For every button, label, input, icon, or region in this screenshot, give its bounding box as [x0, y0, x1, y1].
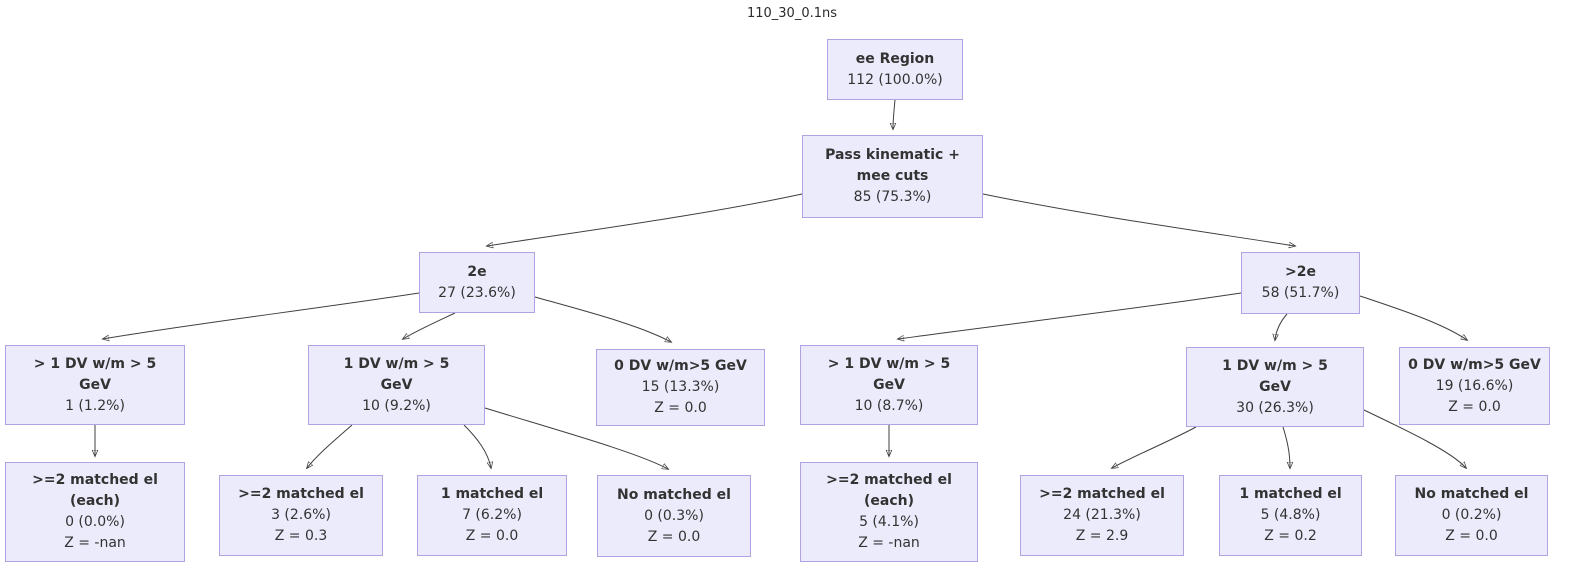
node-value: 10 (8.7%) — [854, 397, 924, 414]
edge-gt2e-to-1dv — [1275, 313, 1288, 340]
node-title: 2e — [467, 263, 487, 280]
edge-pass-to-gt2e — [982, 193, 1295, 246]
node-value: 0 (0.2%) — [1441, 507, 1502, 523]
edge-r1dv-to-1match — [1282, 426, 1290, 468]
edge-1dv-to-nomatch — [484, 407, 668, 469]
node-title: > 1 DV w/m > 5 GeV — [33, 355, 157, 393]
node-title: 0 DV w/m>5 GeV — [1408, 356, 1541, 373]
node-title: > 1 DV w/m > 5 GeV — [827, 355, 951, 393]
node-value: 5 (4.1%) — [859, 514, 919, 530]
node-z-value: Z = 0.0 — [465, 528, 519, 544]
edge-2e-to-gt1dv — [103, 292, 420, 339]
node-gt2e-0dv: 0 DV w/m>5 GeV 19 (16.6%) Z = 0.0 — [1399, 347, 1550, 425]
node-title: >=2 matched el (each) — [32, 472, 158, 509]
node-value: 19 (16.6%) — [1435, 377, 1514, 394]
node-value: 30 (26.3%) — [1236, 399, 1314, 416]
node-gt2e: >2e 58 (51.7%) — [1241, 252, 1360, 314]
node-value: 85 (75.3%) — [853, 189, 932, 205]
node-value: 0 (0.3%) — [644, 507, 704, 524]
edge-1dv-to-ge2 — [307, 424, 353, 468]
node-title: No matched el — [1414, 486, 1529, 502]
node-z-value: Z = 2.9 — [1075, 528, 1129, 544]
node-title: ee Region — [855, 50, 935, 67]
edge-2e-to-0dv — [534, 296, 671, 342]
node-value: 24 (21.3%) — [1063, 507, 1141, 523]
node-gt2e-1dv-1match: 1 matched el 5 (4.8%) Z = 0.2 — [1219, 475, 1362, 556]
node-title: 1 matched el — [1239, 486, 1342, 502]
node-title: 1 DV w/m > 5 GeV — [1222, 357, 1328, 395]
node-z-value: Z = -nan — [858, 535, 920, 551]
edge-2e-to-1dv — [403, 312, 456, 339]
node-value: 7 (6.2%) — [462, 507, 522, 523]
node-z-value: Z = 0.3 — [274, 528, 328, 544]
node-gt2e-1dv: 1 DV w/m > 5 GeV 30 (26.3%) — [1186, 347, 1364, 427]
node-2e: 2e 27 (23.6%) — [419, 252, 535, 313]
node-z-value: Z = 0.2 — [1264, 528, 1317, 544]
node-ee-region: ee Region 112 (100.0%) — [827, 39, 963, 100]
node-value: 3 (2.6%) — [271, 507, 331, 523]
edge-pass-to-2e — [487, 193, 803, 246]
node-z-value: Z = 0.0 — [1445, 528, 1498, 544]
node-2e-1dv-ge2: >=2 matched el 3 (2.6%) Z = 0.3 — [219, 475, 383, 556]
node-gt2e-1dv-ge2: >=2 matched el 24 (21.3%) Z = 2.9 — [1020, 475, 1184, 556]
node-title: Pass kinematic + mee cuts — [825, 147, 960, 184]
edge-r1dv-to-nomatch — [1363, 409, 1466, 468]
edge-gt2e-to-0dv — [1359, 295, 1467, 340]
node-2e-1dv: 1 DV w/m > 5 GeV 10 (9.2%) — [308, 345, 485, 425]
node-title: >=2 matched el — [1039, 486, 1165, 502]
edge-gt2e-to-gt1dv — [898, 292, 1242, 339]
edge-1dv-to-1match — [463, 424, 491, 468]
node-gt2e-gt1dv: > 1 DV w/m > 5 GeV 10 (8.7%) — [800, 345, 978, 425]
node-title: >=2 matched el (each) — [826, 472, 952, 509]
node-value: 10 (9.2%) — [362, 397, 431, 414]
node-z-value: Z = 0.0 — [654, 400, 707, 416]
node-pass-kinematic: Pass kinematic + mee cuts 85 (75.3%) — [802, 135, 983, 218]
edge-r1dv-to-ge2 — [1112, 426, 1197, 468]
node-title: >2e — [1285, 264, 1316, 280]
diagram-title: 110_30_0.1ns — [746, 6, 838, 21]
node-value: 27 (23.6%) — [438, 284, 516, 301]
node-2e-gt1dv-ge2-each: >=2 matched el (each) 0 (0.0%) Z = -nan — [5, 462, 185, 562]
node-title: 1 matched el — [440, 486, 544, 502]
node-2e-0dv: 0 DV w/m>5 GeV 15 (13.3%) Z = 0.0 — [596, 349, 765, 426]
node-value: 5 (4.8%) — [1260, 507, 1321, 523]
node-value: 112 (100.0%) — [847, 71, 943, 88]
node-gt2e-1dv-nomatch: No matched el 0 (0.2%) Z = 0.0 — [1395, 475, 1548, 556]
node-value: 58 (51.7%) — [1261, 285, 1340, 301]
node-2e-1dv-nomatch: No matched el 0 (0.3%) Z = 0.0 — [597, 475, 751, 557]
node-title: No matched el — [617, 486, 731, 503]
node-value: 1 (1.2%) — [65, 397, 125, 414]
edge-ee-to-pass — [893, 99, 895, 129]
node-z-value: Z = 0.0 — [1448, 398, 1501, 415]
node-z-value: Z = 0.0 — [647, 528, 701, 545]
node-value: 15 (13.3%) — [641, 379, 720, 395]
node-gt2e-gt1dv-ge2-each: >=2 matched el (each) 5 (4.1%) Z = -nan — [800, 462, 978, 562]
node-2e-gt1dv: > 1 DV w/m > 5 GeV 1 (1.2%) — [5, 345, 185, 425]
node-title: >=2 matched el — [238, 486, 364, 502]
node-title: 0 DV w/m>5 GeV — [614, 358, 747, 374]
node-title: 1 DV w/m > 5 GeV — [343, 355, 450, 393]
node-2e-1dv-1match: 1 matched el 7 (6.2%) Z = 0.0 — [417, 475, 567, 556]
node-z-value: Z = -nan — [64, 535, 126, 551]
node-value: 0 (0.0%) — [65, 514, 125, 530]
